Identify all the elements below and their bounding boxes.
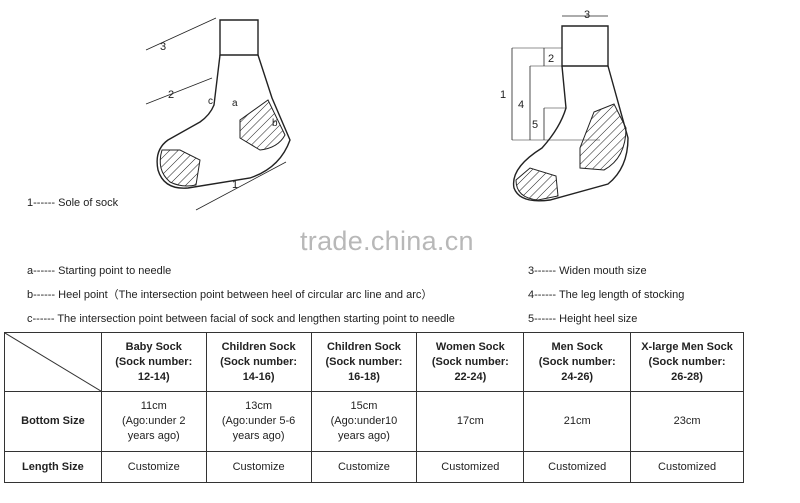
column-header: Men Sock (Sock number: 24-26)	[523, 332, 632, 392]
legend-item-a: a------ Starting point to needle	[27, 265, 172, 277]
table-cell: 11cm (Ago:under 2 years ago)	[100, 391, 207, 452]
cuff-outline	[219, 19, 259, 56]
sock-outline	[512, 65, 629, 202]
dim-line-3	[145, 17, 217, 51]
dim-line-1	[195, 161, 287, 211]
table-row: Length Size Customize Customize Customiz…	[4, 451, 744, 483]
toe-hatch	[515, 167, 559, 201]
row-header: Bottom Size	[4, 391, 102, 452]
legend-item-3: 3------ Widen mouth size	[528, 265, 647, 277]
table-cell: Customize	[310, 451, 418, 483]
column-header: Children Sock (Sock number: 14-16)	[205, 332, 312, 392]
table-row: Bottom Size 11cm (Ago:under 2 years ago)…	[4, 391, 744, 452]
legend-item-1: 1------ Sole of sock	[27, 197, 119, 209]
legend-item-c: c------ The intersection point between f…	[27, 313, 455, 325]
sock-diagram-right: 3 2 1 4 5	[500, 9, 629, 202]
table-cell: 15cm (Ago:under10 years ago)	[310, 391, 418, 452]
dim-label-a: a	[232, 98, 238, 109]
dim-label-3: 3	[160, 41, 166, 53]
table-cell: Customize	[205, 451, 312, 483]
dim-label-2: 2	[548, 53, 554, 65]
column-header: Children Sock (Sock number: 16-18)	[310, 332, 418, 392]
column-header: X-large Men Sock (Sock number: 26-28)	[630, 332, 744, 392]
dim-label-c: c	[208, 96, 213, 107]
table-cell: Customized	[416, 451, 525, 483]
dim-label-1: 1	[232, 179, 238, 191]
dim-label-5: 5	[532, 119, 538, 131]
watermark: trade.china.cn	[300, 226, 474, 256]
size-table: Baby Sock (Sock number: 12-14) Children …	[4, 332, 744, 483]
table-cell: Customize	[100, 451, 207, 483]
dim-label-4: 4	[518, 99, 524, 111]
table-header-row: Baby Sock (Sock number: 12-14) Children …	[4, 332, 744, 392]
dim-line-2	[145, 77, 213, 105]
sock-diagram-left: 3 2 c a b 1	[145, 17, 291, 211]
heel-hatch	[579, 103, 627, 171]
dim-label-3: 3	[584, 9, 590, 21]
table-corner-cell	[4, 332, 102, 392]
heel-hatch	[239, 99, 286, 151]
toe-hatch	[159, 149, 201, 187]
column-header: Women Sock (Sock number: 22-24)	[416, 332, 525, 392]
legend-item-b: b------ Heel point（The intersection poin…	[27, 289, 433, 301]
table-cell: 23cm	[630, 391, 744, 452]
table-cell: Customized	[523, 451, 632, 483]
legend-item-5: 5------ Height heel size	[528, 313, 638, 325]
sock-outline	[156, 54, 291, 189]
table-cell: 13cm (Ago:under 5-6 years ago)	[205, 391, 312, 452]
row-header: Length Size	[4, 451, 102, 483]
column-header: Baby Sock (Sock number: 12-14)	[100, 332, 207, 392]
dim-label-2: 2	[168, 89, 174, 101]
table-cell: Customized	[630, 451, 744, 483]
dim-label-b: b	[272, 118, 278, 129]
table-cell: 17cm	[416, 391, 525, 452]
dim-label-1: 1	[500, 89, 506, 101]
cuff-outline	[561, 25, 609, 67]
legend-item-4: 4------ The leg length of stocking	[528, 289, 685, 301]
table-cell: 21cm	[523, 391, 632, 452]
